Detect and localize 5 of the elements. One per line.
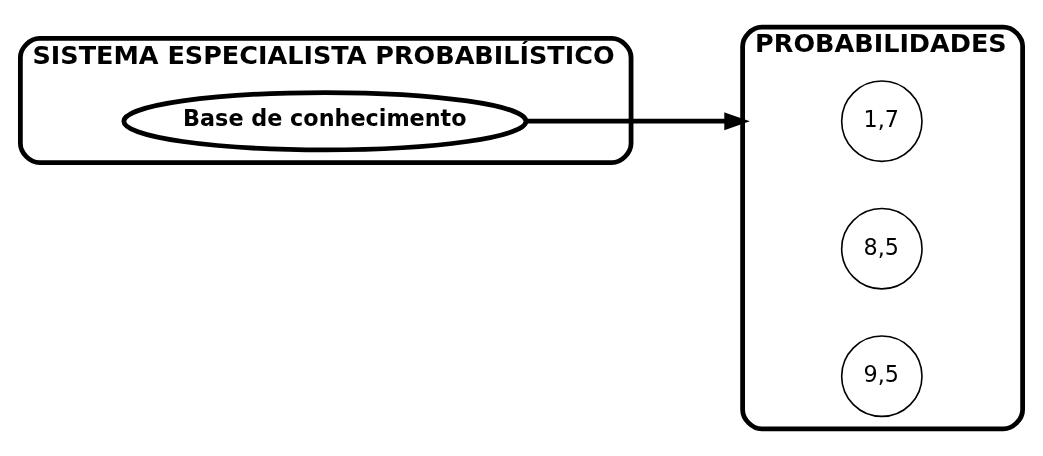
node-circle: 9,5 bbox=[840, 335, 923, 418]
node-circle: 8,5 bbox=[840, 207, 923, 290]
node-ellipse: Base de conhecimento bbox=[121, 90, 529, 153]
arrow bbox=[526, 112, 750, 131]
node-circle: 1,7 bbox=[840, 80, 923, 163]
